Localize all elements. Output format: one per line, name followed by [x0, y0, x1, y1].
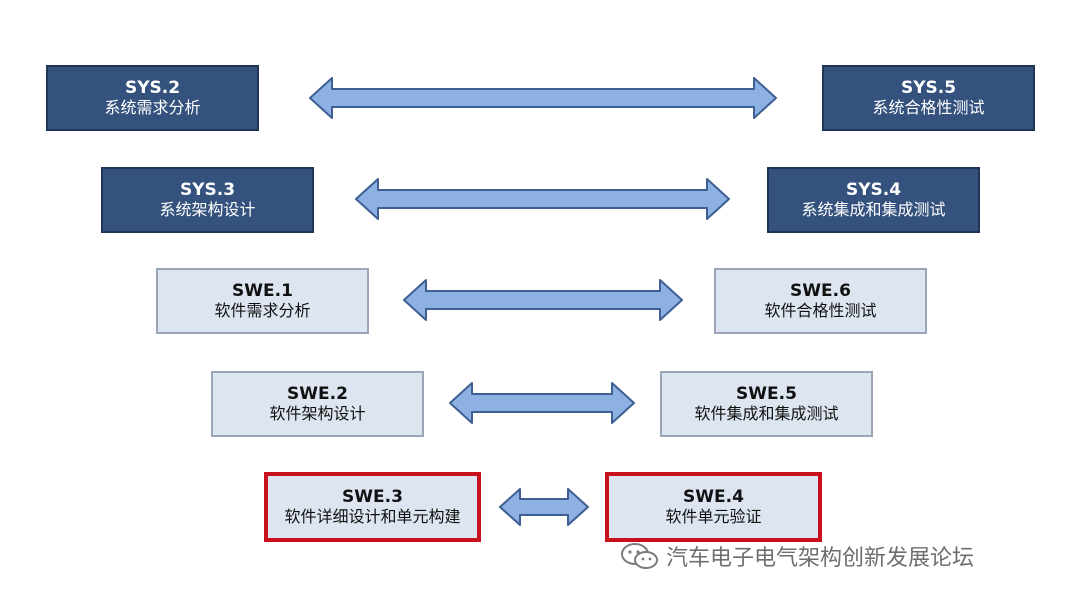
process-title: 系统合格性测试 — [872, 97, 985, 117]
double-arrow-swe1-swe6 — [403, 279, 683, 321]
process-title: 软件架构设计 — [269, 403, 366, 423]
double-arrow-sys2-sys5 — [309, 77, 777, 119]
process-code: SYS.2 — [124, 78, 181, 99]
process-code: SWE.4 — [683, 487, 744, 508]
process-code: SWE.3 — [342, 487, 403, 508]
process-title: 软件详细设计和单元构建 — [284, 506, 461, 526]
process-title: 软件需求分析 — [214, 300, 311, 320]
process-code: SYS.4 — [845, 180, 902, 201]
process-code: SWE.5 — [736, 384, 797, 405]
process-title: 系统架构设计 — [159, 199, 256, 219]
process-box-swe1: SWE.1 软件需求分析 — [156, 268, 369, 334]
double-arrow-swe2-swe5 — [449, 382, 635, 424]
process-title: 软件集成和集成测试 — [694, 403, 839, 423]
wechat-icon — [620, 541, 660, 571]
watermark-text: 汽车电子电气架构创新发展论坛 — [666, 546, 975, 571]
process-code: SYS.5 — [900, 78, 957, 99]
process-code: SWE.1 — [232, 281, 293, 302]
process-title: 系统集成和集成测试 — [801, 199, 946, 219]
process-code: SWE.2 — [287, 384, 348, 405]
double-arrow-swe3-swe4 — [499, 488, 589, 526]
process-title: 软件合格性测试 — [764, 300, 877, 320]
process-box-sys5: SYS.5 系统合格性测试 — [822, 65, 1035, 131]
process-box-swe4: SWE.4 软件单元验证 — [605, 472, 822, 542]
process-box-swe3: SWE.3 软件详细设计和单元构建 — [264, 472, 481, 542]
watermark: 汽车电子电气架构创新发展论坛 — [620, 540, 974, 572]
process-box-sys2: SYS.2 系统需求分析 — [46, 65, 259, 131]
double-arrow-sys3-sys4 — [355, 178, 730, 220]
process-box-swe6: SWE.6 软件合格性测试 — [714, 268, 927, 334]
process-title: 系统需求分析 — [104, 97, 201, 117]
process-code: SYS.3 — [179, 180, 236, 201]
process-box-sys3: SYS.3 系统架构设计 — [101, 167, 314, 233]
process-code: SWE.6 — [790, 281, 851, 302]
process-box-swe2: SWE.2 软件架构设计 — [211, 371, 424, 437]
process-title: 软件单元验证 — [665, 506, 762, 526]
process-box-sys4: SYS.4 系统集成和集成测试 — [767, 167, 980, 233]
process-box-swe5: SWE.5 软件集成和集成测试 — [660, 371, 873, 437]
